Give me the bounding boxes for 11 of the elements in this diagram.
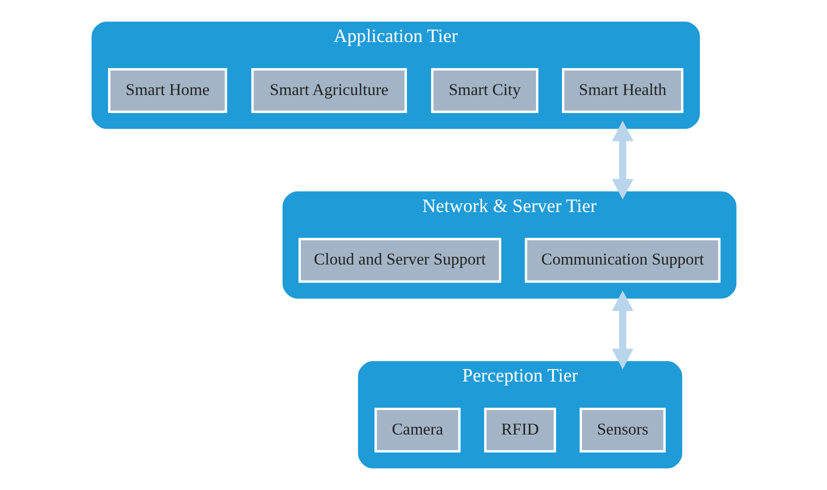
node-box: Smart Agriculture — [250, 68, 406, 113]
arrow — [611, 120, 633, 200]
node-box: Smart City — [430, 68, 538, 113]
node-box: Cloud and Server Support — [298, 238, 501, 283]
arrow — [611, 290, 633, 370]
node-box: Smart Health — [561, 68, 683, 113]
node-box: RFID — [484, 408, 556, 452]
node-box: Sensors — [579, 408, 666, 452]
node-box: Smart Home — [108, 68, 227, 113]
node-box: Camera — [374, 408, 460, 452]
node-box: Communication Support — [524, 238, 720, 283]
